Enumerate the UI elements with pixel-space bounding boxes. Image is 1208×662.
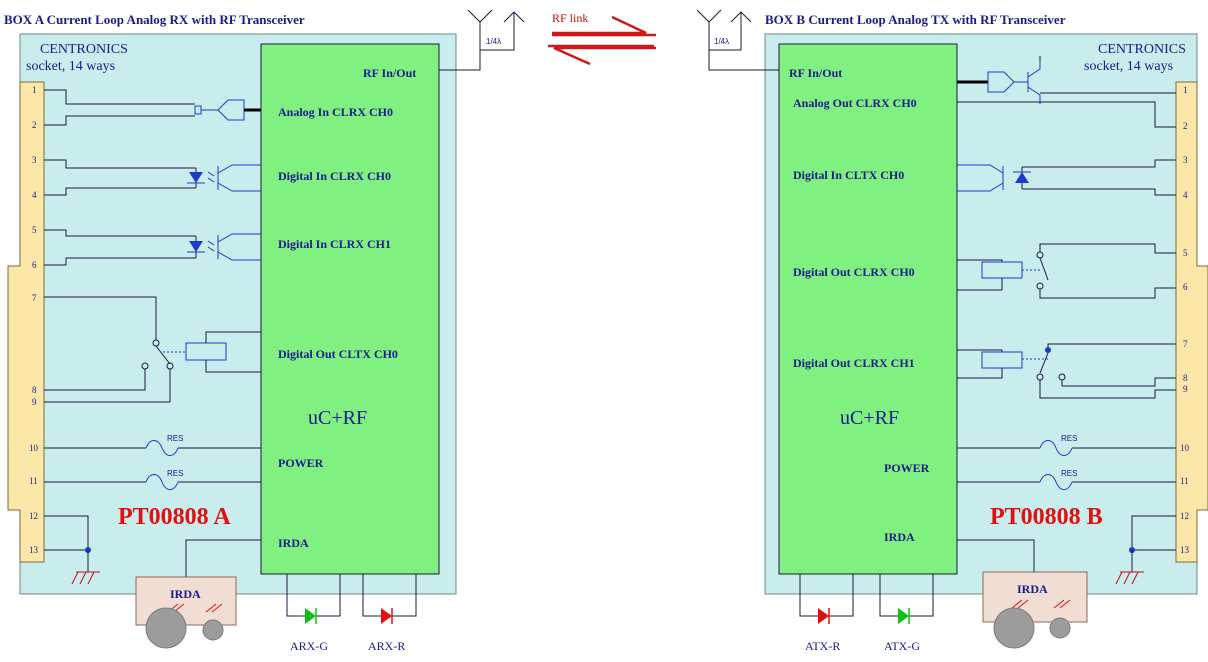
box-a-pin-5: 5: [32, 225, 37, 235]
box-a-irda-module-label: IRDA: [170, 587, 201, 601]
box-a-led-1-label: ARX-G: [290, 639, 328, 653]
box-b-signal-power: POWER: [884, 461, 930, 475]
box-a-irda: IRDA: [135, 539, 261, 649]
box-b-signal-din0: Digital In CLTX CH0: [793, 168, 904, 182]
box-a-antenna: 1/4λ: [439, 9, 525, 71]
box-b-pin-12: 12: [1180, 511, 1189, 521]
box-b-irda: IRDA: [957, 539, 1088, 649]
box-a-pin-3: 3: [32, 155, 37, 165]
box-b-optocoupler-ch0: [957, 159, 1176, 196]
box-b-product-code: PT00808 B: [990, 504, 1103, 530]
box-b-signal-analog: Analog Out CLRX CH0: [793, 96, 917, 110]
box-a-pin-9: 9: [32, 397, 37, 407]
box-a-signal-dout0: Digital Out CLTX CH0: [278, 347, 398, 361]
box-b-pin-6: 6: [1183, 282, 1188, 292]
box-b-title: BOX B Current Loop Analog TX with RF Tra…: [765, 12, 1066, 27]
box-a-ground: [44, 515, 100, 585]
box-a-signal-rf: RF In/Out: [363, 66, 416, 80]
box-a-power: RES RES: [44, 434, 261, 490]
box-a-antenna-label: 1/4λ: [486, 37, 501, 46]
box-b-antenna-label: 1/4λ: [714, 37, 729, 46]
box-a-pin-8: 8: [32, 385, 37, 395]
box-b-power: RES RES: [957, 434, 1176, 490]
box-a-fuse-2-label: RES: [167, 469, 183, 478]
box-b-led-1-label: ATX-R: [805, 639, 840, 653]
rf-link: RF link: [548, 11, 656, 66]
box-b-pin-4: 4: [1183, 190, 1188, 200]
box-a: BOX A Current Loop Analog RX with RF Tra…: [4, 9, 525, 653]
box-b-pin-3: 3: [1183, 155, 1188, 165]
box-a-fuse-1-label: RES: [167, 434, 183, 443]
box-b-irda-module-label: IRDA: [1017, 582, 1048, 596]
box-a-centronics-socket: [7, 81, 45, 563]
box-a-analog-input: [44, 89, 261, 126]
box-b-pin-7: 7: [1183, 339, 1188, 349]
box-b-led-2-label: ATX-G: [884, 639, 920, 653]
box-a-signal-power: POWER: [278, 456, 324, 470]
box-b-signal-dout1: Digital Out CLRX CH1: [793, 356, 915, 370]
box-a-pin-labels: 1 2 3 4 5 6 7 8 9 10 11 12 13: [29, 85, 39, 555]
box-a-signal-analog: Analog In CLRX CH0: [278, 105, 393, 119]
box-a-pin-4: 4: [32, 190, 37, 200]
box-a-optocoupler-ch1: [44, 229, 261, 266]
box-b-pin-13: 13: [1180, 545, 1190, 555]
box-b-pin-2: 2: [1183, 121, 1188, 131]
box-a-product-code: PT00808 A: [118, 504, 231, 530]
rf-link-arrow-left: [548, 44, 656, 66]
box-a-led-2-label: ARX-R: [368, 639, 405, 653]
box-b-pin-5: 5: [1183, 248, 1188, 258]
box-b-pin-8: 8: [1183, 373, 1188, 383]
box-a-pin-6: 6: [32, 260, 37, 270]
box-b-pin-labels: 1 2 3 4 5 6 7 8 9 10 11 12 13: [1180, 85, 1190, 555]
box-b-signal-irda: IRDA: [884, 530, 915, 544]
rf-link-label: RF link: [552, 11, 588, 25]
box-b-pin-9: 9: [1183, 384, 1188, 394]
box-a-pin-12: 12: [29, 511, 38, 521]
box-b: BOX B Current Loop Analog TX with RF Tra…: [696, 9, 1208, 653]
box-b-pin-1: 1: [1183, 85, 1188, 95]
box-a-socket-line2: socket, 14 ways: [26, 59, 115, 74]
box-b-pin-11: 11: [1180, 476, 1189, 486]
box-b-signal-rf: RF In/Out: [789, 66, 842, 80]
box-a-pin-7: 7: [32, 293, 37, 303]
box-a-title: BOX A Current Loop Analog RX with RF Tra…: [4, 12, 305, 27]
box-b-module: [778, 43, 958, 575]
box-b-ground: [1115, 515, 1176, 585]
box-b-fuse-2-label: RES: [1061, 469, 1077, 478]
box-a-relay-out: [44, 296, 261, 403]
box-a-module-label: uC+RF: [308, 407, 367, 429]
box-b-socket-line2: socket, 14 ways: [1084, 59, 1173, 74]
box-a-pin-10: 10: [29, 443, 39, 453]
box-a-signal-din1: Digital In CLRX CH1: [278, 237, 391, 251]
box-a-pin-1: 1: [32, 85, 37, 95]
box-b-analog-output: [957, 56, 1176, 128]
box-b-antenna: 1/4λ: [696, 9, 779, 71]
box-a-socket-line1: CENTRONICS: [40, 42, 128, 57]
box-b-socket-line1: CENTRONICS: [1098, 42, 1186, 57]
box-b-relay-ch0: [957, 243, 1176, 299]
box-b-leds: ATX-R ATX-G: [799, 574, 934, 653]
box-a-module: [260, 43, 440, 575]
box-a-optocoupler-ch0: [44, 159, 261, 196]
box-b-fuse-1-label: RES: [1061, 434, 1077, 443]
box-a-pin-11: 11: [29, 476, 38, 486]
box-b-signal-dout0: Digital Out CLRX CH0: [793, 265, 915, 279]
box-a-pin-13: 13: [29, 545, 39, 555]
box-a-signal-irda: IRDA: [278, 536, 309, 550]
box-b-relay-ch1: [957, 343, 1176, 399]
box-a-pin-2: 2: [32, 120, 37, 130]
rf-link-arrow-right: [552, 15, 656, 37]
box-b-centronics-socket: [1175, 81, 1208, 563]
box-a-signal-din0: Digital In CLRX CH0: [278, 169, 391, 183]
box-b-module-label: uC+RF: [840, 407, 899, 429]
box-a-leds: ARX-G ARX-R: [286, 574, 417, 653]
box-b-pin-10: 10: [1180, 443, 1190, 453]
